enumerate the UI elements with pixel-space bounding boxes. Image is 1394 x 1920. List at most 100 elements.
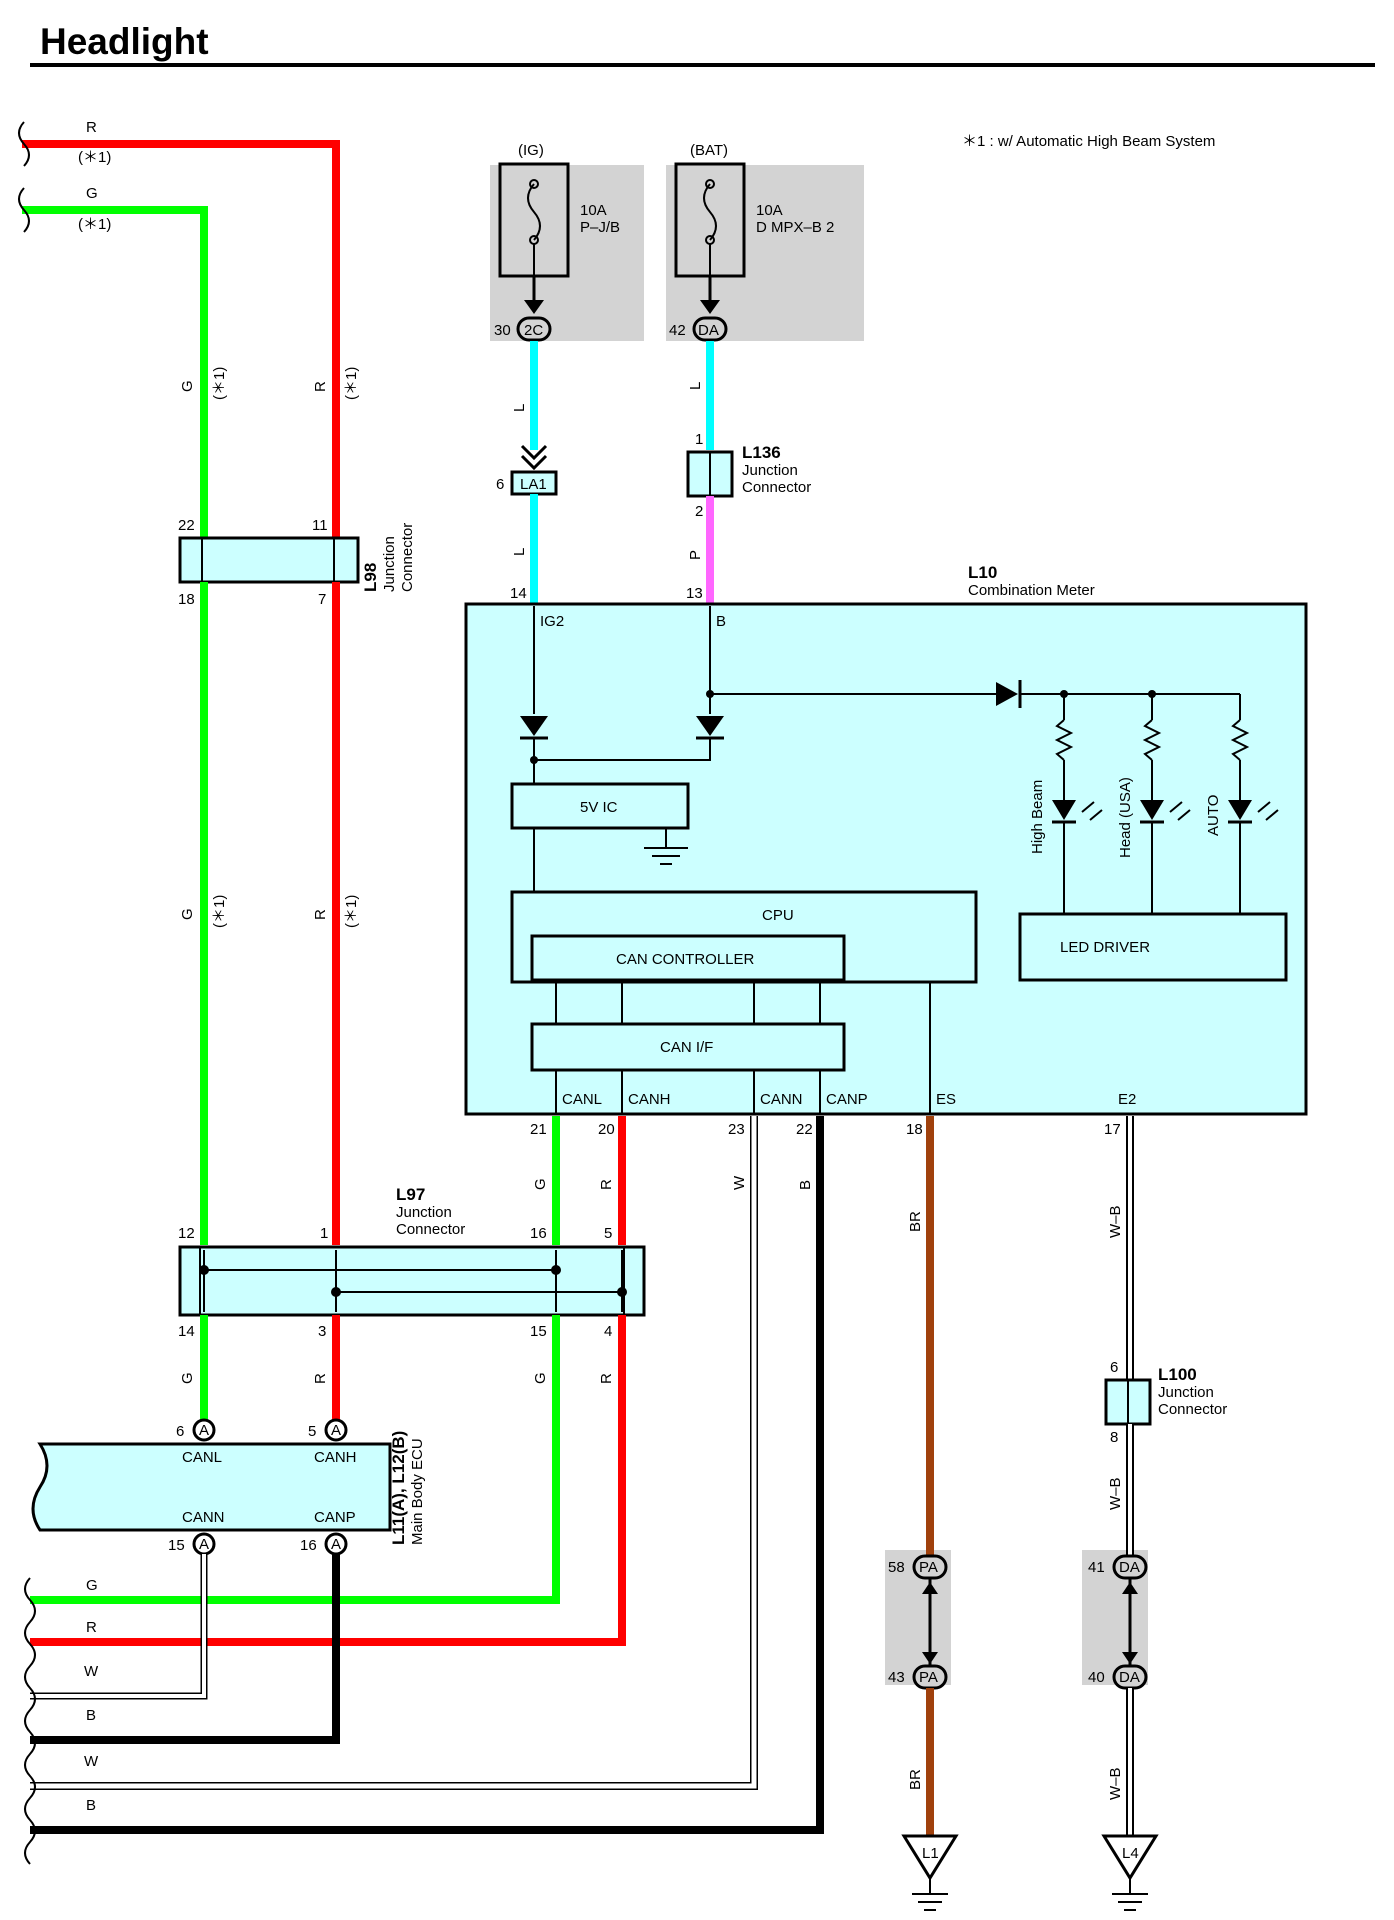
svg-text:A: A — [331, 1422, 341, 1439]
wire-l-bat-label: L — [687, 382, 704, 390]
l98-connector — [178, 536, 360, 584]
l10-pin-b: 13 — [686, 585, 703, 602]
break-mark-g — [18, 187, 30, 233]
cpu-block — [510, 890, 978, 984]
l10-name: Combination Meter — [968, 582, 1095, 599]
l98-pin-11: 11 — [312, 517, 328, 534]
label-r-note: (＊1) — [78, 149, 111, 166]
l98-pin-7: 7 — [318, 591, 326, 608]
wire-es-lower-label: BR — [907, 1769, 924, 1790]
l136-name1: Junction — [742, 462, 798, 479]
l100-pin-8: 8 — [1110, 1429, 1118, 1446]
fuse-bat-panel — [666, 165, 864, 341]
label-r-vertical-2: R — [312, 909, 329, 920]
wire-p-bat-label: P — [687, 550, 704, 560]
svg-text:DA: DA — [1119, 1669, 1140, 1686]
wire-canh-label: R — [598, 1179, 615, 1190]
ecu-cann: CANN — [182, 1509, 225, 1526]
l136-name2: Connector — [742, 479, 811, 496]
ecu-canh: CANH — [314, 1449, 357, 1466]
l97-pin-12: 12 — [178, 1225, 195, 1242]
ground-l4 — [1101, 1834, 1159, 1911]
label-g-vertical-1-note: (＊1) — [211, 367, 228, 400]
svg-text:A: A — [199, 1422, 209, 1439]
la1-pin: 6 — [496, 476, 504, 493]
fuse-bat-amp: 10A — [756, 202, 783, 219]
svg-text:A: A — [199, 1536, 209, 1553]
l10-pin-20: 20 — [598, 1121, 615, 1138]
label-g-vertical-2: G — [179, 908, 196, 920]
la1-chevron — [520, 444, 548, 471]
l97-pin-5: 5 — [604, 1225, 612, 1242]
led-high-beam — [1052, 694, 1103, 914]
footnote: ＊1 : w/ Automatic High Beam System — [962, 133, 1215, 150]
l97-pin-1: 1 — [320, 1225, 328, 1242]
da2-pin-41: 41 — [1088, 1559, 1105, 1576]
wire-ecu-b — [30, 1554, 340, 1744]
wire-canl-label: G — [532, 1178, 549, 1190]
l10-cann-label: CANN — [760, 1091, 803, 1108]
wire-r-left-top — [22, 140, 340, 555]
fuse-ig-supply: (IG) — [518, 142, 544, 159]
l10-pin-17: 17 — [1104, 1121, 1121, 1138]
svg-text:PA: PA — [919, 1669, 938, 1686]
bus-label-w1: W — [84, 1663, 99, 1680]
ecu-canp: CANP — [314, 1509, 356, 1526]
fuse-bat-supply: (BAT) — [690, 142, 728, 159]
conn-da-pin: 42 — [669, 322, 686, 339]
bus-label-w2: W — [84, 1753, 99, 1770]
pa-pin-58: 58 — [888, 1559, 905, 1576]
led-auto — [1228, 694, 1279, 914]
l10-canl-label: CANL — [562, 1091, 602, 1108]
wire-e2-lower-label: W–B — [1107, 1767, 1124, 1800]
l10-e2-label: E2 — [1118, 1091, 1136, 1108]
la1-name: LA1 — [520, 476, 547, 493]
ecu-conn-canl — [192, 1418, 216, 1442]
wire-l-ig-label1: L — [511, 404, 528, 412]
led-label-head-usa: Head (USA) — [1117, 777, 1134, 858]
svg-text:A: A — [331, 1536, 341, 1553]
bus-label-r: R — [86, 1619, 97, 1636]
wire-canp-label: B — [797, 1180, 814, 1190]
can-controller-block — [530, 934, 846, 982]
bus-label-g: G — [86, 1577, 98, 1594]
conn-2c — [516, 316, 552, 342]
wire-g-left-top — [22, 206, 208, 555]
l10-es-label: ES — [936, 1091, 956, 1108]
wire-r-bus-label: R — [598, 1373, 615, 1384]
fuse-ig-amp: 10A — [580, 202, 607, 219]
label-r-vertical-1: R — [312, 381, 329, 392]
l10-pin-18: 18 — [906, 1121, 923, 1138]
bus-label-b1: B — [86, 1707, 96, 1724]
label-g-note: (＊1) — [78, 216, 111, 233]
ecu-canl: CANL — [182, 1449, 222, 1466]
diode-b — [696, 716, 724, 736]
wire-cann-label: W — [731, 1175, 748, 1190]
bus-break-marks — [24, 1577, 36, 1865]
led-driver-label: LED DRIVER — [1060, 939, 1150, 956]
cpu-label: CPU — [762, 907, 794, 924]
l10-pin-ig2: 14 — [510, 585, 527, 602]
ecu-id: L11(A), L12(B) — [389, 1431, 408, 1545]
svg-text:PA: PA — [919, 1559, 938, 1576]
wire-r-bus — [30, 1315, 626, 1646]
label-g-vertical-1: G — [179, 380, 196, 392]
label-r-top: R — [86, 119, 97, 136]
diode-led-supply — [996, 682, 1018, 706]
ic-5v — [510, 782, 690, 830]
l10-pin-21: 21 — [530, 1121, 547, 1138]
conn-da — [692, 316, 728, 342]
ecu-box — [31, 1442, 392, 1532]
l98-pin-18: 18 — [178, 591, 195, 608]
arrow-bat — [700, 300, 720, 314]
l97-pin-16: 16 — [530, 1225, 547, 1242]
wire-e2-label: W–B — [1107, 1205, 1124, 1238]
l10-label-b: B — [716, 613, 726, 630]
ecu-name: Main Body ECU — [409, 1438, 426, 1545]
l10-pin-23: 23 — [728, 1121, 745, 1138]
l98-name2: Connector — [399, 523, 416, 592]
conn-2c-pin: 30 — [494, 322, 511, 339]
l100-pin-6: 6 — [1110, 1359, 1118, 1376]
can-controller-label: CAN CONTROLLER — [616, 951, 755, 968]
